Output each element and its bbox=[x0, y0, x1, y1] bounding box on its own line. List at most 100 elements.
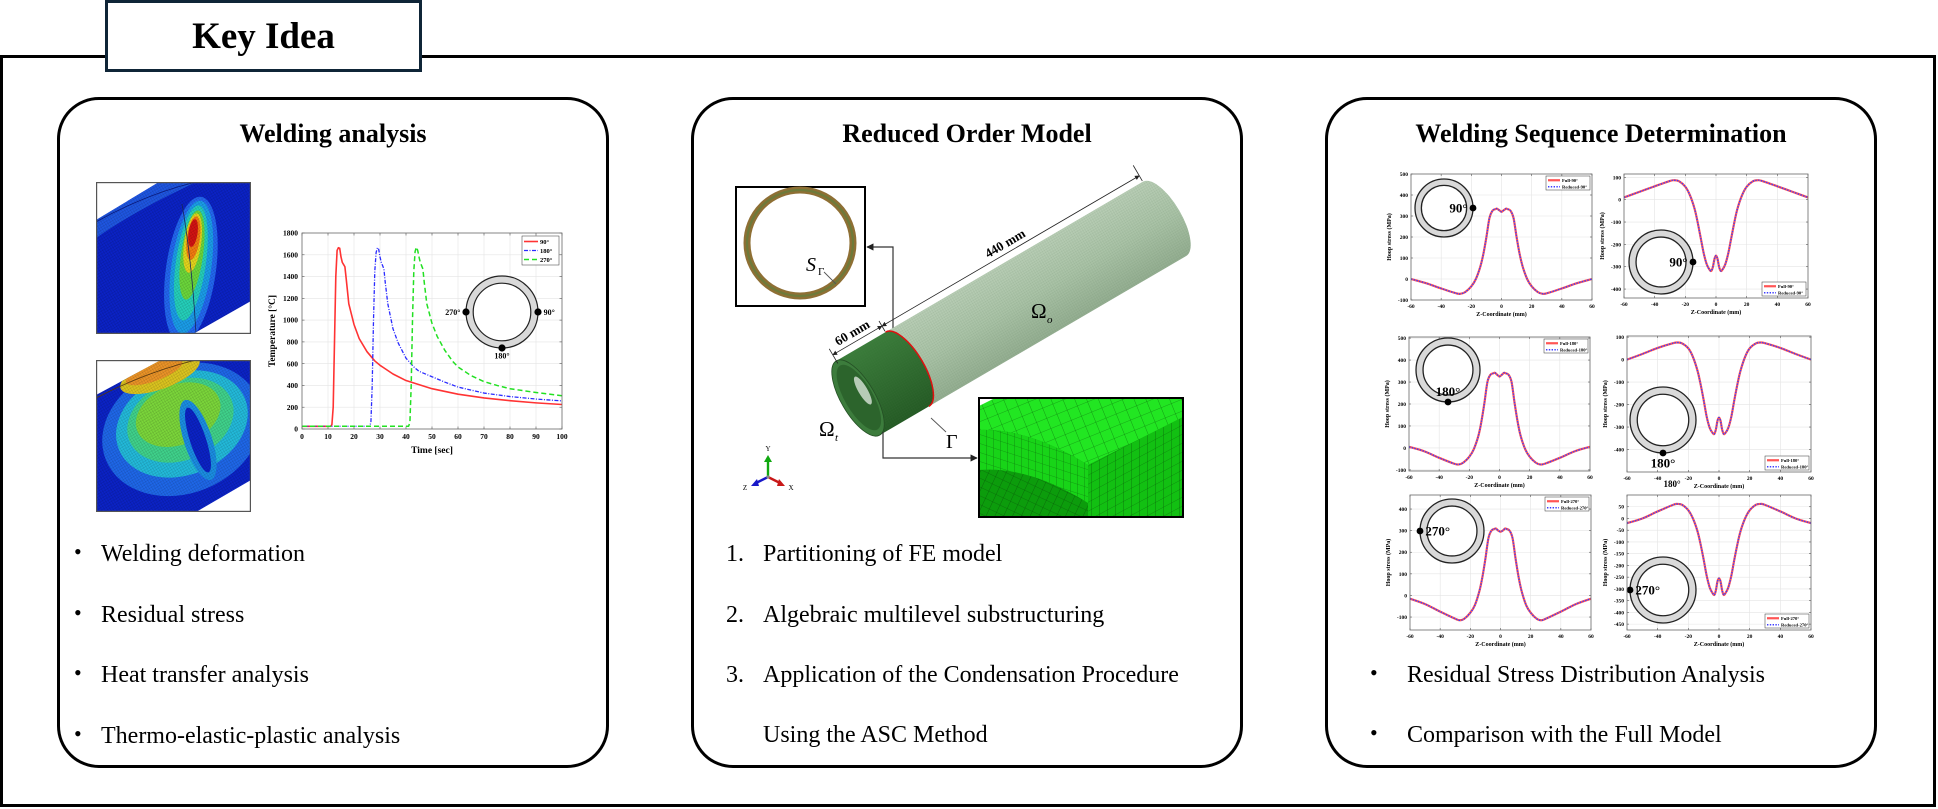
legend: Full-270°Reduced-270° bbox=[1764, 613, 1810, 629]
legend: Full-270°Reduced-270° bbox=[1544, 496, 1590, 512]
legend-label: Full-180° bbox=[1560, 341, 1578, 346]
x-tick-label: 60 bbox=[1587, 475, 1593, 481]
ring-inner bbox=[1426, 505, 1478, 557]
x-tick-label: 70 bbox=[480, 432, 488, 441]
ring-core-line bbox=[745, 188, 855, 298]
axes-frame bbox=[301, 232, 563, 430]
angle-marker bbox=[1416, 527, 1424, 535]
x-tick-label: 30 bbox=[376, 432, 384, 441]
x-tick-label: 40 bbox=[402, 432, 410, 441]
legend: 90°180°270° bbox=[521, 235, 560, 266]
pipe-model: 60 mm 440 mm bbox=[828, 165, 1191, 437]
rom-step-3: Application of the Condensation Procedur… bbox=[763, 662, 1179, 688]
angle-marker bbox=[1444, 398, 1452, 406]
mesh-corner-gap bbox=[979, 398, 995, 406]
welding-bullet-2: Residual stress bbox=[101, 602, 245, 628]
x-tick-label: 0 bbox=[1718, 476, 1721, 482]
angle-marker bbox=[1689, 258, 1697, 266]
y-tick-label: 800 bbox=[287, 338, 299, 347]
y-tick-label: -100 bbox=[1397, 615, 1407, 621]
ring-inset-icon: 90° bbox=[1414, 178, 1477, 238]
legend-label: Reduced-90° bbox=[1778, 290, 1803, 295]
y-tick-label: 0 bbox=[1405, 277, 1408, 283]
x-tick-label: -40 bbox=[1435, 475, 1443, 481]
angle-marker bbox=[498, 344, 506, 352]
y-tick-label: 500 bbox=[1400, 172, 1409, 178]
pipe-contour bbox=[96, 182, 251, 334]
x-tick-label: 20 bbox=[1744, 302, 1750, 308]
y-tick-label: -100 bbox=[1611, 220, 1621, 226]
y-tick-label: 100 bbox=[1613, 175, 1622, 181]
x-tick-label: 20 bbox=[1527, 475, 1533, 481]
y-tick-label: 200 bbox=[1399, 550, 1408, 556]
y-tick-label: 500 bbox=[1398, 336, 1407, 342]
y-axis-label: Hoop stress (MPa) bbox=[1385, 539, 1392, 587]
legend: Full-90°Reduced-90° bbox=[1545, 175, 1591, 191]
x-tick-label: -60 bbox=[1407, 304, 1415, 310]
x-tick-label: 60 bbox=[1588, 634, 1594, 640]
sequence-bullet-1: Residual Stress Distribution Analysis bbox=[1407, 662, 1766, 688]
y-axis-label: Temperature [°C] bbox=[267, 295, 278, 367]
y-tick-label: 100 bbox=[1399, 572, 1408, 578]
x-tick-label: 20 bbox=[1529, 304, 1535, 310]
y-tick-label: -350 bbox=[1614, 599, 1624, 605]
y-tick-label: 300 bbox=[1399, 529, 1408, 535]
y-axis-label: Hoop stress (MPa) bbox=[1384, 380, 1391, 428]
rom-step-2: Algebraic multilevel substructuring bbox=[763, 602, 1105, 628]
y-tick-label: 400 bbox=[1400, 193, 1409, 199]
front-mesh bbox=[979, 429, 1088, 503]
legend-label: Reduced-270° bbox=[1561, 505, 1589, 510]
panel-title-reduced-order-model: Reduced Order Model bbox=[842, 119, 1092, 148]
legend-label: 180° bbox=[540, 248, 553, 255]
y-tick-label: -100 bbox=[1398, 298, 1408, 304]
legend-label: Reduced-90° bbox=[1562, 184, 1587, 189]
y-tick-label: 100 bbox=[1616, 335, 1625, 341]
x-tick-label: 0 bbox=[300, 432, 304, 441]
interface-label: Γ bbox=[946, 431, 958, 453]
y-tick-label: 600 bbox=[287, 359, 299, 368]
series-group bbox=[302, 246, 562, 428]
angle-label: 90° bbox=[1669, 255, 1687, 270]
x-tick-label: 50 bbox=[428, 432, 436, 441]
y-tick-label: -250 bbox=[1614, 575, 1624, 581]
angle-label: 180° bbox=[1436, 384, 1461, 399]
legend-label: 90° bbox=[540, 239, 550, 246]
ring-inner bbox=[1422, 344, 1474, 396]
angle-marker bbox=[462, 308, 470, 316]
y-tick-label: -300 bbox=[1614, 425, 1624, 431]
y-tick-label: 0 bbox=[1403, 446, 1406, 452]
y-tick-label: -400 bbox=[1614, 447, 1624, 453]
bullet-icon: • bbox=[74, 600, 82, 625]
y-tick-label: 100 bbox=[1400, 256, 1409, 262]
y-tick-label: -200 bbox=[1614, 402, 1624, 408]
angle-marker bbox=[1659, 449, 1667, 457]
y-tick-label: -200 bbox=[1611, 242, 1621, 248]
welding-bullet-3: Heat transfer analysis bbox=[101, 662, 309, 688]
pipe-bore bbox=[836, 364, 882, 431]
rom-step-number-3: 3. bbox=[726, 662, 744, 688]
outer-domain-mesh bbox=[885, 180, 1191, 407]
section-connector-arrow bbox=[866, 243, 894, 333]
x-tick-label: 40 bbox=[1778, 476, 1784, 482]
x-tick-label: 40 bbox=[1775, 302, 1781, 308]
axis-label-x: X bbox=[788, 484, 793, 492]
y-tick-label: 300 bbox=[1400, 214, 1409, 220]
axes-frame bbox=[1626, 335, 1812, 473]
bullet-icon: • bbox=[74, 660, 82, 685]
x-tick-label: 80 bbox=[506, 432, 514, 441]
x-tick-label: 0 bbox=[1499, 634, 1502, 640]
x-tick-label: 40 bbox=[1778, 634, 1784, 640]
y-tick-label: 300 bbox=[1398, 380, 1407, 386]
legend-label: Reduced-270° bbox=[1781, 622, 1809, 627]
y-tick-label: 0 bbox=[1621, 516, 1624, 522]
x-tick-label: 60 bbox=[1808, 476, 1814, 482]
series-line-reduced-180deg bbox=[1627, 341, 1811, 435]
x-axis-label: Time [sec] bbox=[411, 446, 453, 456]
x-tick-label: -40 bbox=[1654, 634, 1662, 640]
x-tick-label: 0 bbox=[1718, 634, 1721, 640]
angle-annotation: 180° bbox=[1663, 479, 1681, 489]
